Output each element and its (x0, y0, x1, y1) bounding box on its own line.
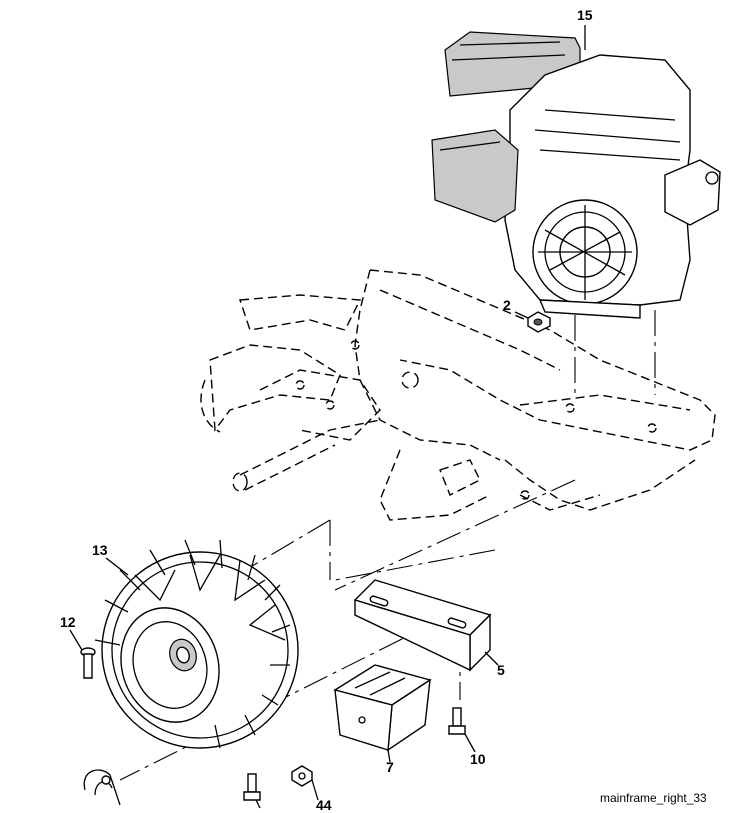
engine (431, 31, 721, 319)
main-frame-dashed (200, 269, 716, 521)
callout-12: 12 (60, 614, 76, 630)
wheel-tire (94, 539, 299, 749)
bolt-bottom (243, 773, 261, 801)
callout-10: 10 (470, 751, 486, 767)
callout-2: 2 (503, 297, 511, 313)
flange-nut-2 (527, 311, 551, 333)
callout-7: 7 (386, 759, 394, 775)
hair-pin-clip (83, 769, 121, 806)
clevis-pin (80, 647, 96, 679)
hex-nut-44 (291, 765, 313, 787)
mounting-bracket (353, 579, 492, 672)
weight-block (333, 664, 432, 752)
callout-5: 5 (497, 662, 505, 678)
callout-15: 15 (577, 7, 593, 23)
figure-caption: mainframe_right_33 (600, 791, 707, 805)
callout-13: 13 (92, 542, 108, 558)
callout-44: 44 (316, 797, 332, 813)
callout-leaders (69, 25, 586, 809)
bolt-10 (448, 707, 466, 735)
